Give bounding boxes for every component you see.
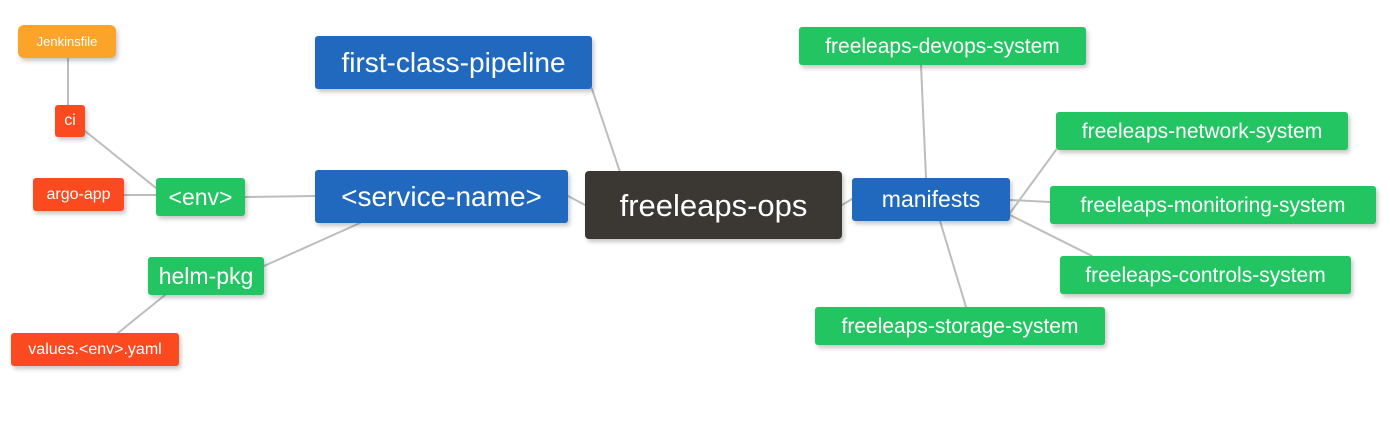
- edge-root-to-manifests: [841, 198, 853, 206]
- node-values-env-yaml[interactable]: values.<env>.yaml: [11, 333, 179, 366]
- node-root[interactable]: freeleaps-ops: [585, 171, 842, 239]
- edge-root-to-first-class-pipeline: [591, 88, 621, 173]
- node-network-system[interactable]: freeleaps-network-system: [1056, 112, 1348, 150]
- node-env[interactable]: <env>: [156, 178, 245, 216]
- edge-manifests-to-monitoring-system: [1009, 199, 1051, 203]
- node-argo-app[interactable]: argo-app: [33, 178, 124, 211]
- edge-service-name-to-env: [244, 195, 316, 198]
- node-jenkinsfile[interactable]: Jenkinsfile: [18, 25, 116, 58]
- node-controls-system[interactable]: freeleaps-controls-system: [1060, 256, 1351, 294]
- edge-root-to-service-name: [567, 195, 586, 206]
- edge-manifests-to-storage-system: [939, 220, 967, 308]
- node-first-class-pipeline[interactable]: first-class-pipeline: [315, 36, 592, 89]
- node-devops-system[interactable]: freeleaps-devops-system: [799, 27, 1086, 65]
- edge-service-name-to-helm-pkg: [263, 222, 361, 267]
- node-service-name[interactable]: <service-name>: [315, 170, 568, 223]
- node-manifests[interactable]: manifests: [852, 178, 1010, 221]
- node-helm-pkg[interactable]: helm-pkg: [148, 257, 264, 295]
- node-monitoring-system[interactable]: freeleaps-monitoring-system: [1050, 186, 1376, 224]
- node-storage-system[interactable]: freeleaps-storage-system: [815, 307, 1105, 345]
- edge-helm-pkg-to-values-env-yaml: [117, 294, 166, 334]
- edge-manifests-to-devops-system: [920, 64, 927, 179]
- node-ci[interactable]: ci: [55, 105, 85, 137]
